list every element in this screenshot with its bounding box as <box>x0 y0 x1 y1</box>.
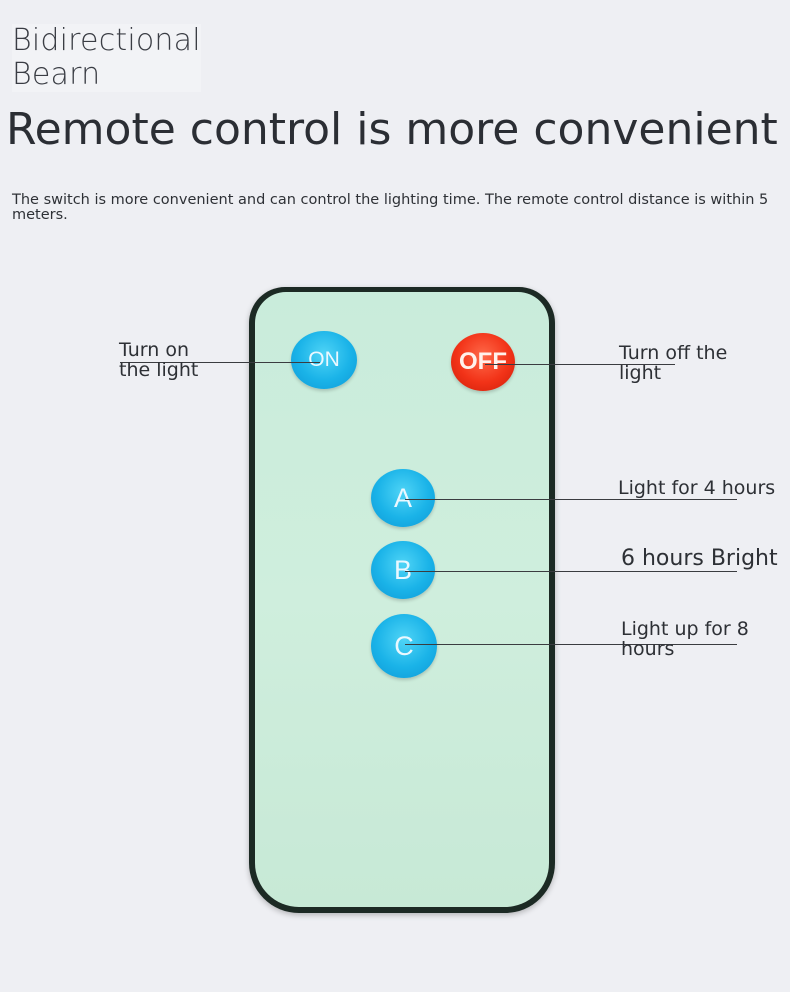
page-title: Remote control is more convenient <box>6 104 778 155</box>
callout-line-on <box>120 362 320 363</box>
c-button[interactable]: C <box>371 614 437 678</box>
callout-label-b: 6 hours Bright <box>621 546 778 571</box>
brand-line-1: Bidirectional <box>12 23 201 58</box>
callout-line-a <box>405 499 737 500</box>
callout-label-c: Light up for 8 hours <box>621 618 749 660</box>
callout-label-on: Turn on the light <box>119 339 199 381</box>
brand-logo: Bidirectional Bearn <box>12 24 201 92</box>
on-button[interactable]: ON <box>291 331 357 389</box>
a-button[interactable]: A <box>371 469 435 527</box>
callout-line-b <box>405 571 737 572</box>
brand-line-2: Bearn <box>12 57 101 92</box>
callout-label-off: Turn off the light <box>619 342 728 384</box>
remote-face <box>255 292 549 907</box>
description-text: The switch is more convenient and can co… <box>12 192 769 223</box>
off-button[interactable]: OFF <box>451 333 515 391</box>
callout-line-c <box>405 644 737 645</box>
remote-control <box>249 287 555 913</box>
callout-label-a: Light for 4 hours <box>618 477 776 499</box>
callout-line-off <box>485 364 675 365</box>
b-button[interactable]: B <box>371 541 435 599</box>
